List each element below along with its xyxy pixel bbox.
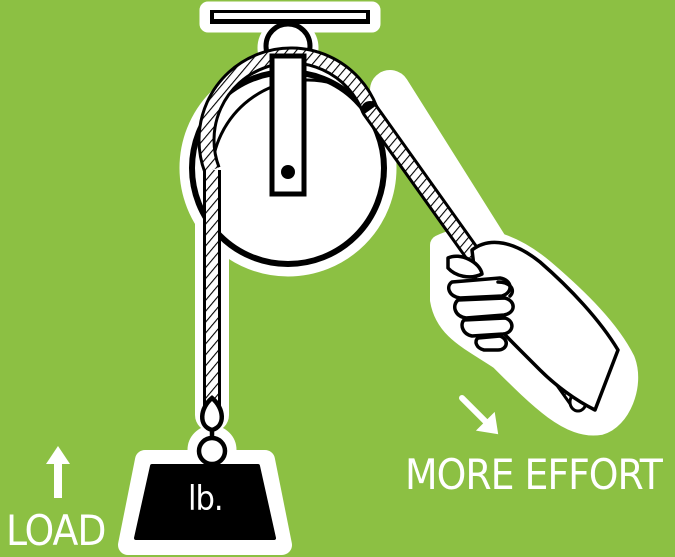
arrow-down-right-icon bbox=[459, 395, 499, 435]
axle-bracket bbox=[269, 53, 307, 197]
hand-icon bbox=[446, 240, 620, 412]
weight-block bbox=[134, 464, 276, 540]
arrow-up-icon bbox=[46, 446, 70, 498]
more-effort-label: MORE EFFORT bbox=[405, 450, 663, 499]
load-label: LOAD bbox=[6, 506, 106, 555]
hook-icon bbox=[196, 395, 228, 467]
weight-unit-label: lb. bbox=[188, 479, 224, 519]
axle bbox=[281, 165, 295, 179]
